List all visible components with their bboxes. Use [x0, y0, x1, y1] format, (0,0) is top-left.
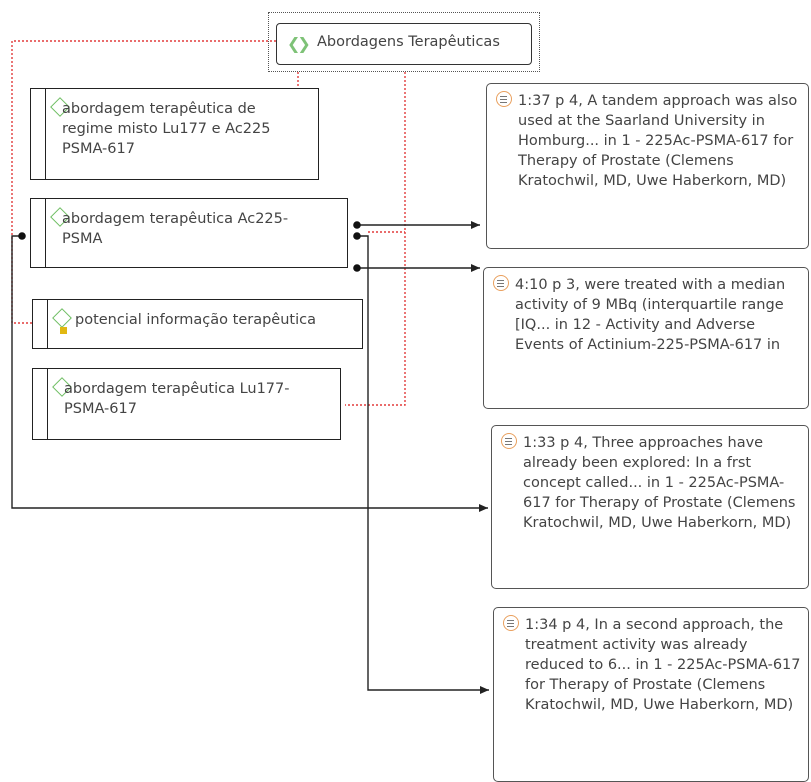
- code-node-mixed-regime[interactable]: abordagem terapêutica de regime misto Lu…: [30, 88, 319, 180]
- link-dot: [353, 221, 361, 229]
- link-dot: [353, 232, 361, 240]
- root-network-node[interactable]: ❮❯ Abordagens Terapêuticas: [276, 23, 532, 65]
- quotation-icon: [496, 91, 512, 107]
- code-node-lu177[interactable]: abordagem terapêutica Lu177-PSMA-617: [32, 368, 341, 440]
- memo-badge-icon: [60, 327, 67, 334]
- code-label: abordagem terapêutica Lu177-PSMA-617: [64, 381, 290, 417]
- link-root-lu177: [345, 72, 406, 406]
- root-network-label: Abordagens Terapêuticas: [317, 34, 500, 50]
- quotation-node-1-37[interactable]: 1:37 p 4, A tandem approach was also use…: [486, 83, 809, 249]
- quotation-node-1-34[interactable]: 1:34 p 4, In a second approach, the trea…: [493, 607, 809, 782]
- link-root-potencial: [11, 40, 276, 324]
- link-dot: [353, 264, 361, 272]
- code-node-ac225[interactable]: abordagem terapêutica Ac225-PSMA: [30, 198, 348, 268]
- quotation-label: 4:10 p 3, were treated with a median act…: [515, 277, 786, 353]
- code-diamond-memo-icon: [52, 308, 72, 328]
- link-dot: [18, 232, 26, 240]
- quotation-label: 1:34 p 4, In a second approach, the trea…: [525, 617, 801, 713]
- quotation-icon: [493, 275, 509, 291]
- quotation-icon: [501, 433, 517, 449]
- code-label: abordagem terapêutica de regime misto Lu…: [62, 101, 271, 157]
- quotation-node-4-10[interactable]: 4:10 p 3, were treated with a median act…: [483, 267, 809, 409]
- link-ac225-q134: [357, 235, 489, 694]
- quotation-icon: [503, 615, 519, 631]
- network-icon: ❮❯: [287, 34, 311, 53]
- quotation-node-1-33[interactable]: 1:33 p 4, Three approaches have already …: [491, 425, 809, 589]
- code-label: potencial informação terapêutica: [75, 312, 316, 328]
- root-selection-frame: [268, 12, 540, 72]
- code-node-potencial[interactable]: potencial informação terapêutica: [32, 299, 363, 349]
- quotation-label: 1:37 p 4, A tandem approach was also use…: [518, 93, 798, 189]
- quotation-label: 1:33 p 4, Three approaches have already …: [523, 435, 796, 531]
- code-label: abordagem terapêutica Ac225-PSMA: [62, 211, 289, 247]
